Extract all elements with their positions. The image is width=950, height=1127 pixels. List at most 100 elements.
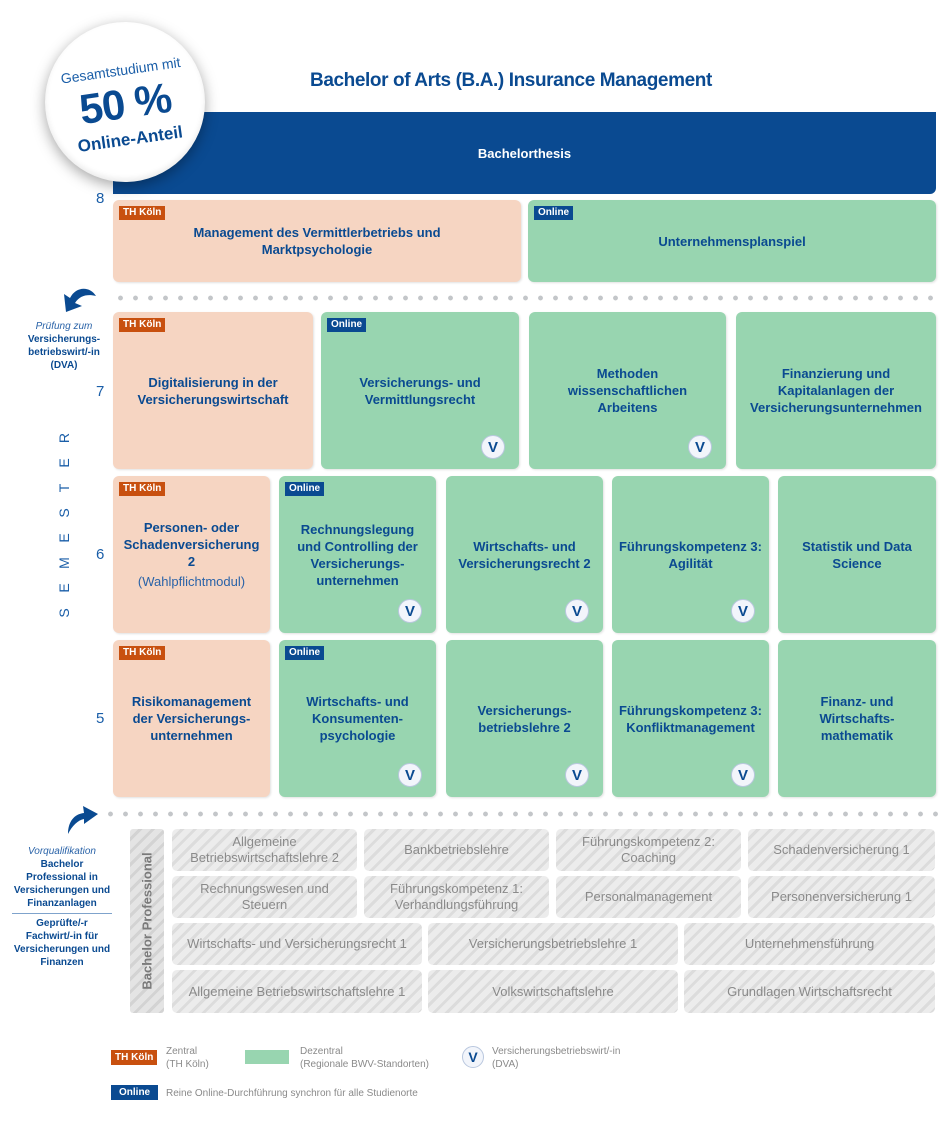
legend-th-koeln-tag: TH Köln [111,1050,158,1065]
bachelor-professional-label: Bachelor Professional [130,829,164,1013]
module-title: Management des Vermittlerbetriebs und Ma… [193,225,441,257]
legend-online-tag: Online [111,1085,159,1100]
semester-number-5: 5 [96,710,105,727]
v-badge-icon: V [565,599,589,623]
module-title: Finanzierung und Kapitalanlagen der Vers… [750,366,922,415]
module-title: Finanz- und Wirtschafts-mathematik [819,694,895,743]
module-card: TH Köln Management des Vermittlerbetrieb… [113,200,521,282]
previous-module: Versicherungsbetriebslehre 1 [428,923,678,965]
legend-line: Zentral [166,1046,198,1057]
online-tag: Online [285,482,325,496]
previous-module: Schadenversicherung 1 [748,829,935,871]
module-title: Digitalisierung in der Versicherungswirt… [137,374,289,407]
legend-v-text: Versicherungsbetriebswirt/-in (DVA) [492,1045,620,1071]
previous-module: Bankbetriebslehre [364,829,549,871]
previous-module: Führungskompetenz 1: Verhandlungsführung [364,876,549,918]
module-title: Statistik und Data Science [802,538,912,571]
axis-letter: S [56,608,72,618]
v-badge-icon: V [565,763,589,787]
divider-dots [103,811,938,817]
previous-module: Grundlagen Wirtschaftsrecht [684,970,935,1013]
th-koeln-tag: TH Köln [119,318,166,332]
axis-letter: S [56,508,72,518]
module-title: Führungskompetenz 3: Konfliktmanagement [618,702,762,735]
module-title: Versicherungs- und Vermittlungsrecht [359,374,481,407]
axis-letter: M [56,557,72,569]
legend-line: (TH Köln) [166,1059,209,1070]
module-card: Führungskompetenz 3: Agilität V [612,476,769,633]
prequal-divider [12,913,112,914]
module-title: Unternehmensplanspiel [658,233,806,249]
previous-module: Personenversicherung 1 [748,876,935,918]
previous-module: Personalmanagement [556,876,741,918]
axis-letter: E [56,583,72,593]
module-card: Finanzierung und Kapitalanlagen der Vers… [736,312,936,469]
page-title: Bachelor of Arts (B.A.) Insurance Manage… [310,70,712,91]
module-card: Finanz- und Wirtschafts-mathematik [778,640,936,797]
semester-number-6: 6 [96,546,105,563]
module-card: Online Rechnungslegung und Controlling d… [279,476,436,633]
legend-line: Versicherungsbetriebswirt/-in [492,1046,621,1057]
module-title: Versicherungs-betriebslehre 2 [477,702,572,735]
th-koeln-tag: TH Köln [119,646,166,660]
previous-module: Rechnungswesen und Steuern [172,876,357,918]
module-title: Führungskompetenz 3: Agilität [618,538,762,571]
legend-dezentral-text: Dezentral (Regionale BWV-Standorten) [300,1045,429,1071]
legend-online-text: Reine Online-Durchführung synchron für a… [166,1088,418,1099]
legend-line: (DVA) [492,1059,519,1070]
module-card: TH Köln Personen- oder Schadenversicheru… [113,476,270,633]
module-card: TH Köln Digitalisierung in der Versicher… [113,312,313,469]
th-koeln-tag: TH Köln [119,482,166,496]
legend-line: Dezentral [300,1046,343,1057]
semester-number-8: 8 [96,190,105,207]
module-bachelorthesis: Bachelorthesis [113,112,936,194]
module-card: Wirtschafts- und Versicherungsrecht 2 V [446,476,603,633]
module-card: Statistik und Data Science [778,476,936,633]
prequalification-note: Vorqualifikation Bachelor Professional i… [12,845,112,969]
module-card: Online Unternehmensplanspiel [528,200,936,282]
semester-axis-label: R E T S E M E S [52,430,76,630]
legend-dezentral-swatch [245,1050,289,1064]
module-card: Online Wirtschafts- und Konsumenten-psyc… [279,640,436,797]
legend-v-badge-icon: V [462,1046,484,1068]
module-card: TH Köln Risikomanagement der Versicherun… [113,640,270,797]
v-badge-icon: V [481,435,505,459]
module-title: Rechnungslegung und Controlling der Vers… [297,521,418,588]
online-share-badge: Gesamtstudium mit 50 % Online-Anteil [45,22,205,182]
prequal-bold-1: Bachelor Professional in Versicherungen … [13,859,111,909]
v-badge-icon: V [398,763,422,787]
module-card: Versicherungs-betriebslehre 2 V [446,640,603,797]
previous-module: Führungskompetenz 2: Coaching [556,829,741,871]
v-badge-icon: V [731,599,755,623]
prequal-bold-2: Geprüfte/-r Fachwirt/-in für Versicherun… [13,918,111,968]
module-title-group: Personen- oder Schadenversicherung 2 (Wa… [119,519,264,590]
exam-note-bold: Versicherungs-betriebswirt/-in (DVA) [27,334,101,371]
module-title: Personen- oder Schadenversicherung 2 [123,520,260,569]
module-title: Wirtschafts- und Konsumenten-psychologie [306,694,409,743]
v-badge-icon: V [731,763,755,787]
previous-module: Volkswirtschaftslehre [428,970,678,1013]
previous-module: Wirtschafts- und Versicherungsrecht 1 [172,923,422,965]
legend-th-koeln-text: Zentral (TH Köln) [166,1045,209,1071]
exam-note-italic: Prüfung zum [35,321,93,332]
semester-number-7: 7 [96,383,105,400]
module-card: Online Versicherungs- und Vermittlungsre… [321,312,519,469]
module-card: Methoden wissenschaftlichen Arbeitens V [529,312,726,469]
axis-letter: E [56,458,72,468]
module-subtitle: (Wahlpflichtmodul) [137,574,246,589]
previous-module: Unternehmensführung [684,923,935,965]
module-title: Wirtschafts- und Versicherungsrecht 2 [458,538,591,571]
axis-letter: R [56,432,72,444]
online-tag: Online [285,646,325,660]
module-title: Methoden wissenschaftlichen Arbeitens [567,366,688,415]
prequal-italic: Vorqualifikation [27,846,96,857]
online-tag: Online [327,318,367,332]
curved-arrow-icon [68,806,98,834]
th-koeln-tag: TH Köln [119,206,166,220]
axis-letter: E [56,533,72,543]
previous-module: Allgemeine Betriebswirtschaftslehre 1 [172,970,422,1013]
exam-note: Prüfung zum Versicherungs-betriebswirt/-… [18,320,110,372]
v-badge-icon: V [688,435,712,459]
curved-arrow-icon [64,288,96,312]
bachelor-professional-text: Bachelor Professional [139,852,155,990]
